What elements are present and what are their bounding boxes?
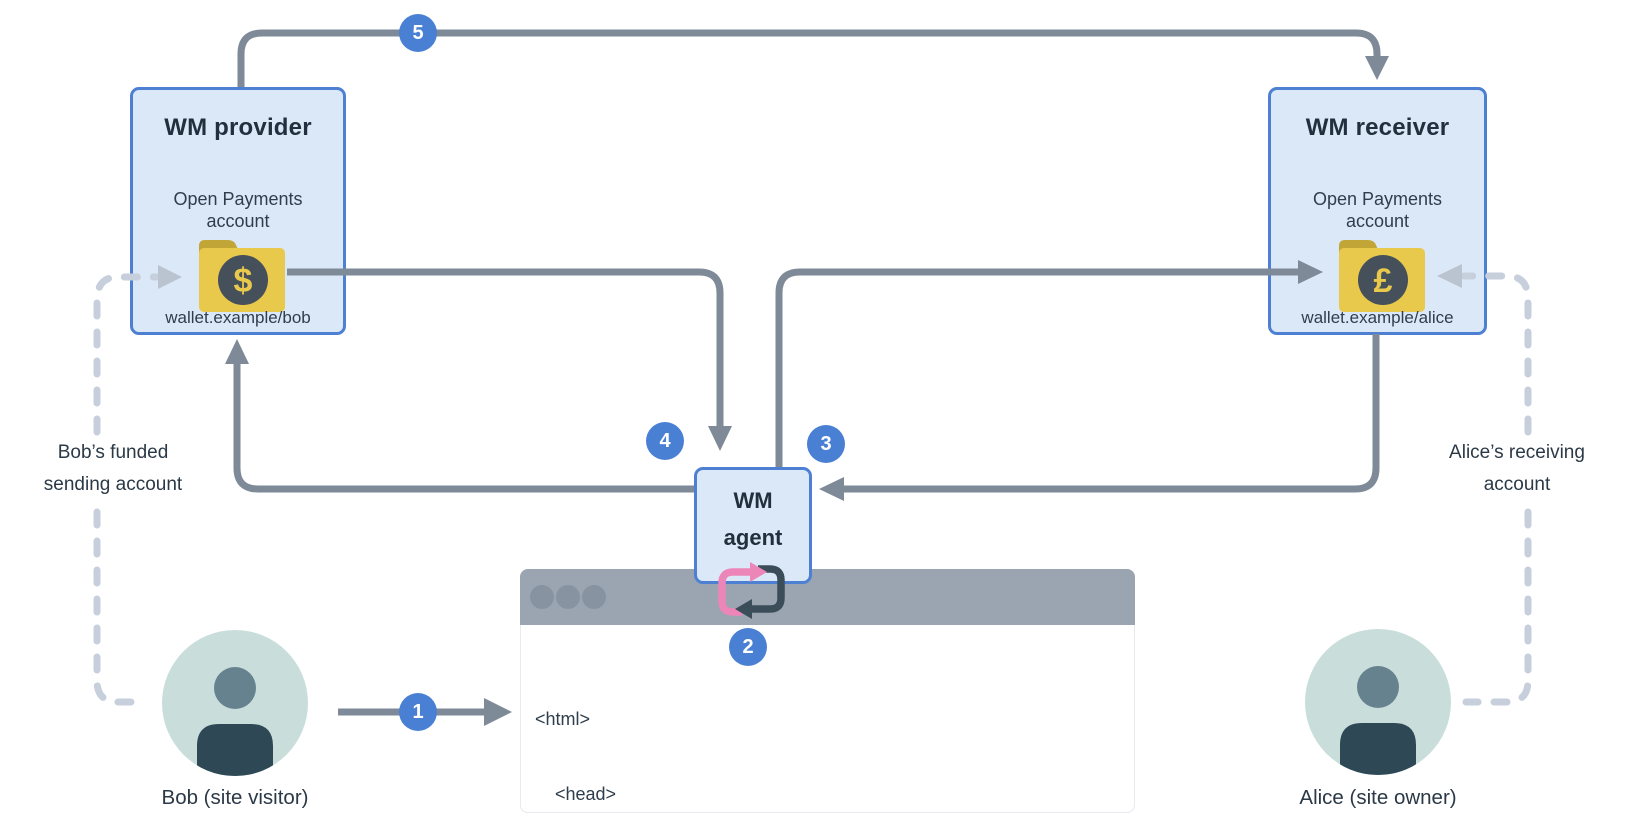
- folder-icon: £: [1339, 240, 1425, 312]
- receiver-wallet-address: wallet.example/alice: [1301, 308, 1454, 327]
- bob-account-annotation: Bob’s funded sending account: [43, 442, 183, 495]
- arrow-receiver-to-agent: [842, 334, 1380, 493]
- browser-dot-icon: [556, 585, 580, 609]
- wm-agent-box: WM agent: [694, 467, 812, 584]
- arrowhead-down-icon: [708, 426, 732, 451]
- person-icon: [1305, 629, 1451, 775]
- wm-provider-title: WM provider: [164, 114, 312, 141]
- provider-wallet-address: wallet.example/bob: [165, 308, 311, 327]
- receiver-account-label: Open Payments account: [1312, 189, 1443, 231]
- arrowhead-up-icon: [225, 339, 249, 364]
- dashed-arrowheads: [158, 264, 1462, 289]
- person-icon: [162, 630, 308, 776]
- arrowhead-left-icon: [819, 477, 844, 501]
- dashed-bob-account-bottom: [93, 508, 150, 706]
- alice-label: Alice (site owner): [1299, 786, 1457, 809]
- arrowhead-right-icon: [484, 698, 512, 726]
- code-line: <head>: [535, 784, 617, 804]
- browser-dot-icon: [530, 585, 554, 609]
- step-badge-2: 2: [729, 628, 767, 666]
- coin-icon: [218, 255, 268, 305]
- bob-label: Bob (site visitor): [161, 786, 309, 809]
- wm-receiver-box: WM receiver Open Payments account £ wall…: [1268, 87, 1487, 335]
- dollar-symbol: $: [234, 262, 253, 300]
- html-code-snippet: <html> <head> <link rel="monetization" h…: [535, 657, 1048, 834]
- browser-dot-icon: [582, 585, 606, 609]
- bob-avatar: [162, 630, 308, 776]
- step-badge-1: 1: [399, 693, 437, 731]
- arrow-agent-to-receiver: [775, 268, 1300, 467]
- arrow-agent-to-provider: [233, 362, 694, 493]
- pound-symbol: £: [1374, 262, 1393, 300]
- step-badge-5: 5: [399, 14, 437, 52]
- wm-agent-title: WM agent: [723, 488, 783, 550]
- coin-icon: [1358, 255, 1408, 305]
- alice-account-annotation: Alice’s receiving account: [1449, 442, 1585, 495]
- provider-account-label: Open Payments account: [173, 189, 303, 231]
- browser-page-body: <html> <head> <link rel="monetization" h…: [520, 625, 1135, 813]
- folder-icon: $: [199, 240, 285, 312]
- alice-avatar: [1305, 629, 1451, 775]
- wm-provider-box: WM provider Open Payments account $ wall…: [130, 87, 346, 335]
- arrow-provider-to-agent: [287, 268, 724, 428]
- arrowhead-down-icon: [1365, 56, 1389, 80]
- step-badge-3: 3: [807, 425, 845, 463]
- wm-receiver-title: WM receiver: [1305, 114, 1450, 141]
- step-badge-4: 4: [646, 422, 684, 460]
- browser-window: <html> <head> <link rel="monetization" h…: [520, 569, 1135, 813]
- code-line: <html>: [535, 709, 591, 729]
- browser-title-bar: [520, 569, 1135, 625]
- dashed-alice-account-bottom: [1462, 508, 1532, 706]
